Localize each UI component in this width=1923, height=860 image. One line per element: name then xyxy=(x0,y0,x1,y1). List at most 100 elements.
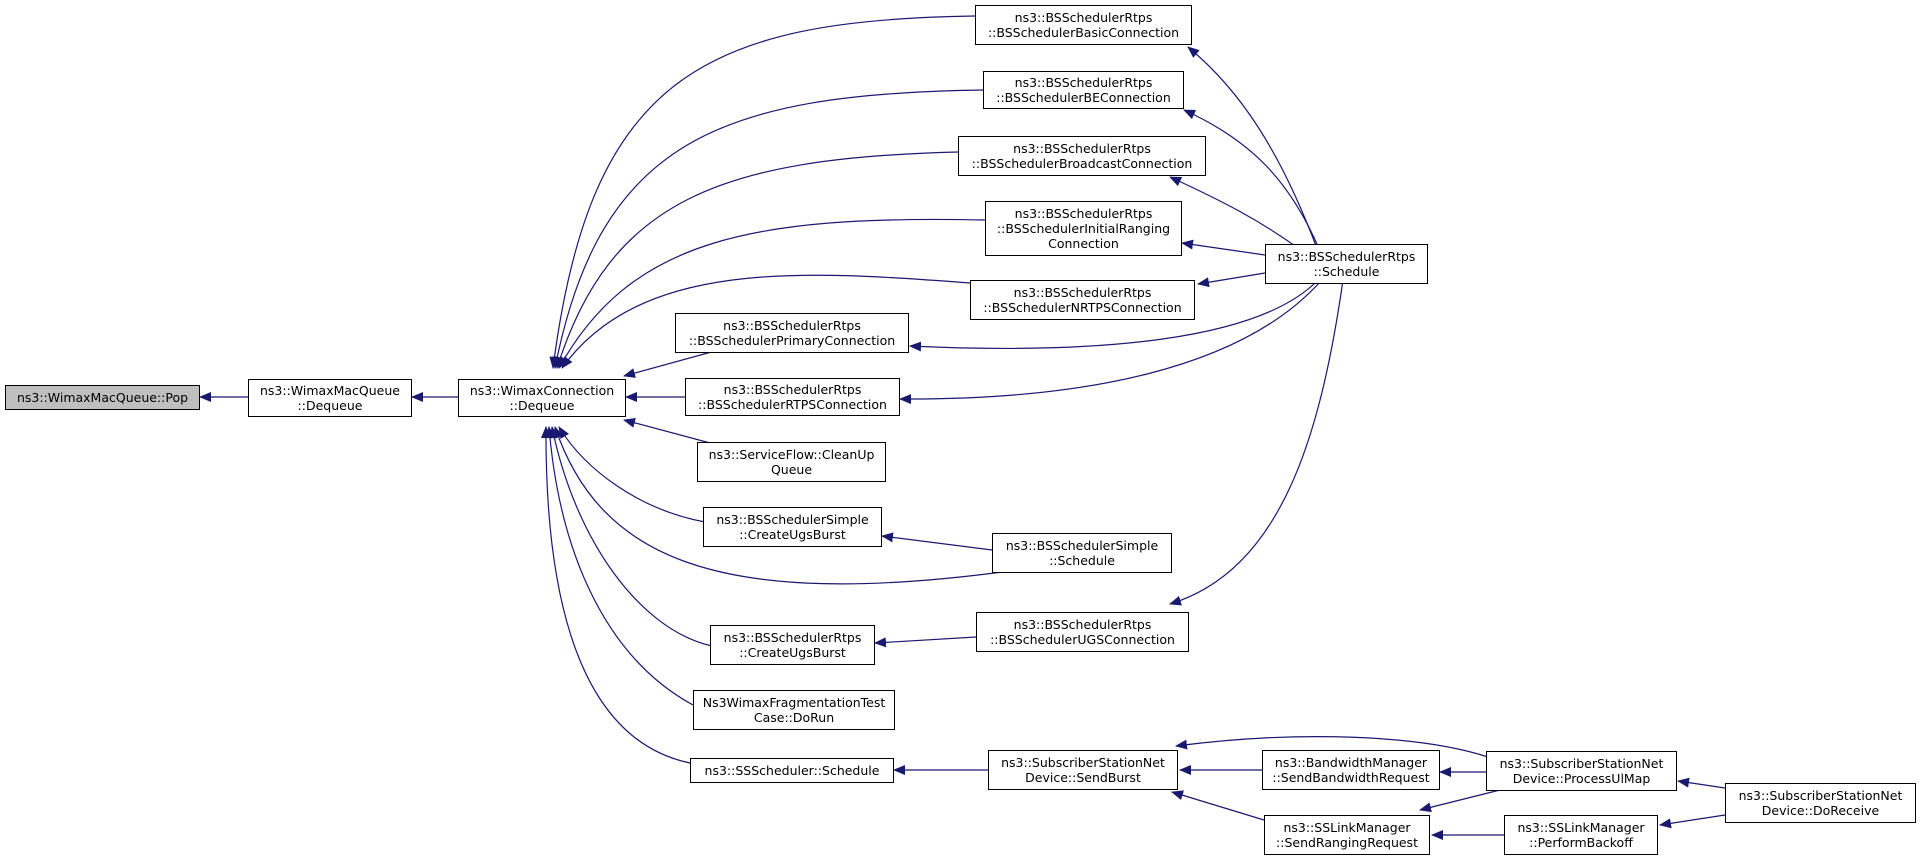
edge-rtpsschedule-ugsconn xyxy=(1169,279,1344,606)
edge-nrtps-wcdequeue xyxy=(561,274,971,369)
node-label-line: ::Schedule xyxy=(1313,264,1380,279)
node-label-line: Device::DoReceive xyxy=(1761,803,1880,818)
node-label-line: ns3::BSSchedulerRtps xyxy=(1277,249,1416,264)
node-bsschedulersimple-createugsburst[interactable]: ns3::BSSchedulerSimple ::CreateUgsBurst xyxy=(703,507,882,547)
node-label-line: ns3::SSLinkManager xyxy=(1517,820,1645,835)
edge-rtpsschedule-initranging xyxy=(1181,239,1266,256)
node-bsschedulerrtps-schedule[interactable]: ns3::BSSchedulerRtps ::Schedule xyxy=(1265,244,1428,284)
node-label-line: ns3::ServiceFlow::CleanUp xyxy=(708,447,875,462)
node-label-line: ns3::BSSchedulerRtps xyxy=(1014,206,1153,221)
node-label-line: ns3::BSSchedulerRtps xyxy=(723,382,862,397)
edge-initranging-wcdequeue xyxy=(558,218,986,369)
edge-rtpsschedule-rtpsconn xyxy=(899,281,1321,405)
node-sslinkmanager-performbackoff[interactable]: ns3::SSLinkManager ::PerformBackoff xyxy=(1504,815,1658,855)
edge-ugsconn-rtpsugsburst xyxy=(874,636,977,648)
edge-rtpsugsburst-wcdequeue xyxy=(549,426,713,647)
edge-simpleugs-wcdequeue xyxy=(558,426,706,523)
edge-simpleschedule-simpleugs xyxy=(881,532,993,551)
node-label-line: ::Dequeue xyxy=(297,398,363,413)
edge-ssschedule-wcdequeue xyxy=(540,426,691,764)
edge-doreceive-processulmap xyxy=(1677,777,1726,789)
edge-cleanup-wcdequeue xyxy=(623,418,715,445)
node-label-line: Case::DoRun xyxy=(753,710,835,725)
edge-processulmap-rangingrequest xyxy=(1419,787,1509,813)
node-label-line: ns3::SubscriberStationNet xyxy=(1001,755,1165,770)
edge-rtpsschedule-beconn xyxy=(1183,109,1321,252)
node-label-line: ::CreateUgsBurst xyxy=(739,645,846,660)
node-subscriberstationnetdevice-doreceive[interactable]: ns3::SubscriberStationNet Device::DoRece… xyxy=(1725,783,1916,823)
node-label-line: ns3::WimaxMacQueue xyxy=(260,383,400,398)
node-label-line: ns3::BSSchedulerSimple xyxy=(716,512,869,527)
edge-processulmap-sendburst xyxy=(1175,736,1489,758)
node-label-line: ::BSSchedulerBroadcastConnection xyxy=(971,156,1193,171)
node-label-line: ns3::BandwidthManager xyxy=(1274,755,1428,770)
node-label-line: ::BSSchedulerUGSConnection xyxy=(990,632,1175,647)
node-label-line: ns3::BSSchedulerRtps xyxy=(1014,75,1153,90)
node-label-line: ::CreateUgsBurst xyxy=(739,527,846,542)
node-subscriberstationnetdevice-sendburst[interactable]: ns3::SubscriberStationNet Device::SendBu… xyxy=(988,750,1178,790)
node-label-line: ::PerformBackoff xyxy=(1529,835,1633,850)
node-label-line: ::Dequeue xyxy=(509,398,575,413)
node-ssscheduler-schedule[interactable]: ns3::SSScheduler::Schedule xyxy=(690,758,894,783)
edge-rtpsschedule-broadcastconn xyxy=(1169,176,1303,252)
node-label-line: ns3::BSSchedulerRtps xyxy=(1013,617,1152,632)
node-label-line: ns3::SubscriberStationNet xyxy=(1738,788,1903,803)
node-label-line: ns3::BSSchedulerRtps xyxy=(723,318,861,333)
edge-primary-wcdequeue xyxy=(623,350,716,378)
node-bsschedulerprimaryconnection[interactable]: ns3::BSSchedulerRtps ::BSSchedulerPrimar… xyxy=(675,313,909,353)
node-label-line: ns3::WimaxConnection xyxy=(469,383,615,398)
node-label-line: ::SendRangingRequest xyxy=(1276,835,1418,850)
node-label-line: ::BSSchedulerRTPSConnection xyxy=(698,397,887,412)
edge-rtpsschedule-basicconn xyxy=(1187,46,1319,252)
node-bsschedulerbeconnection[interactable]: ns3::BSSchedulerRtps ::BSSchedulerBEConn… xyxy=(983,71,1184,109)
node-label: ns3::WimaxMacQueue::Pop xyxy=(16,390,189,405)
node-serviceflow-cleanupqueue[interactable]: ns3::ServiceFlow::CleanUp Queue xyxy=(697,442,886,482)
node-label-line: ns3::SSLinkManager xyxy=(1283,820,1411,835)
node-ns3wimaxfragmentationtestcase-dorun[interactable]: Ns3WimaxFragmentationTest Case::DoRun xyxy=(693,690,895,730)
node-label-line: ::SendBandwidthRequest xyxy=(1272,770,1430,785)
node-bsschedulerbroadcastconnection[interactable]: ns3::BSSchedulerRtps ::BSSchedulerBroadc… xyxy=(958,136,1206,176)
node-label-line: Connection xyxy=(1048,236,1119,251)
edge-rangingrequest-sendburst xyxy=(1171,790,1265,821)
node-wimaxconnection-dequeue[interactable]: ns3::WimaxConnection ::Dequeue xyxy=(458,379,626,417)
node-label: ns3::SSScheduler::Schedule xyxy=(704,763,880,778)
edge-beconn-wcdequeue xyxy=(552,89,984,369)
node-bsschedulerrtps-createugsburst[interactable]: ns3::BSSchedulerRtps ::CreateUgsBurst xyxy=(710,625,875,665)
node-label-line: ::BSSchedulerBEConnection xyxy=(996,90,1171,105)
node-label-line: ns3::BSSchedulerRtps xyxy=(723,630,862,645)
edge-fragtest-wcdequeue xyxy=(544,426,694,706)
node-label-line: Device::ProcessUlMap xyxy=(1512,771,1651,786)
node-bsschedulerrtpsconnection[interactable]: ns3::BSSchedulerRtps ::BSSchedulerRTPSCo… xyxy=(685,378,900,416)
edge-broadcastconn-wcdequeue xyxy=(555,151,959,369)
node-label-line: ::Schedule xyxy=(1049,553,1115,568)
edge-doreceive-performbackoff xyxy=(1659,814,1726,829)
edge-rtpsschedule-nrtps xyxy=(1197,272,1266,288)
node-bsschedulernrtpsconnection[interactable]: ns3::BSSchedulerRtps ::BSSchedulerNRTPSC… xyxy=(970,280,1195,320)
edge-basicconn-wcdequeue xyxy=(549,15,976,369)
node-label-line: ::BSSchedulerPrimaryConnection xyxy=(688,333,896,348)
node-sslinkmanager-sendrangingrequest[interactable]: ns3::SSLinkManager ::SendRangingRequest xyxy=(1264,815,1430,855)
node-bsschedulerbasicconnection[interactable]: ns3::BSSchedulerRtps ::BSSchedulerBasicC… xyxy=(975,5,1192,45)
node-label-line: Ns3WimaxFragmentationTest xyxy=(702,695,886,710)
node-label-line: ns3::SubscriberStationNet xyxy=(1499,756,1664,771)
node-wimaxmacqueue-dequeue[interactable]: ns3::WimaxMacQueue ::Dequeue xyxy=(248,379,412,417)
node-label-line: ::BSSchedulerInitialRanging xyxy=(996,221,1171,236)
node-label-line: ns3::BSSchedulerSimple xyxy=(1005,538,1159,553)
node-bsschedulerinitialrangingconnection[interactable]: ns3::BSSchedulerRtps ::BSSchedulerInitia… xyxy=(985,201,1182,256)
node-bsschedulersimple-schedule[interactable]: ns3::BSSchedulerSimple ::Schedule xyxy=(992,533,1172,573)
node-label-line: Queue xyxy=(770,462,813,477)
node-bandwidthmanager-sendbandwidthrequest[interactable]: ns3::BandwidthManager ::SendBandwidthReq… xyxy=(1262,750,1440,790)
node-label-line: ns3::BSSchedulerRtps xyxy=(1013,285,1152,300)
node-label-line: ::BSSchedulerNRTPSConnection xyxy=(983,300,1182,315)
node-subscriberstationnetdevice-processulmap[interactable]: ns3::SubscriberStationNet Device::Proces… xyxy=(1486,751,1677,791)
edge-rtpsschedule-primary xyxy=(909,279,1319,352)
node-label-line: Device::SendBurst xyxy=(1025,770,1141,785)
edge-simpleschedule-wcdequeue xyxy=(553,426,1011,585)
node-label-line: ::BSSchedulerBasicConnection xyxy=(987,25,1180,40)
node-bsschedulerugsconnection[interactable]: ns3::BSSchedulerRtps ::BSSchedulerUGSCon… xyxy=(976,612,1189,652)
node-label-line: ns3::BSSchedulerRtps xyxy=(1013,141,1151,156)
node-label-line: ns3::BSSchedulerRtps xyxy=(1014,10,1153,25)
node-wimaxmacqueue-pop[interactable]: ns3::WimaxMacQueue::Pop xyxy=(5,385,200,410)
